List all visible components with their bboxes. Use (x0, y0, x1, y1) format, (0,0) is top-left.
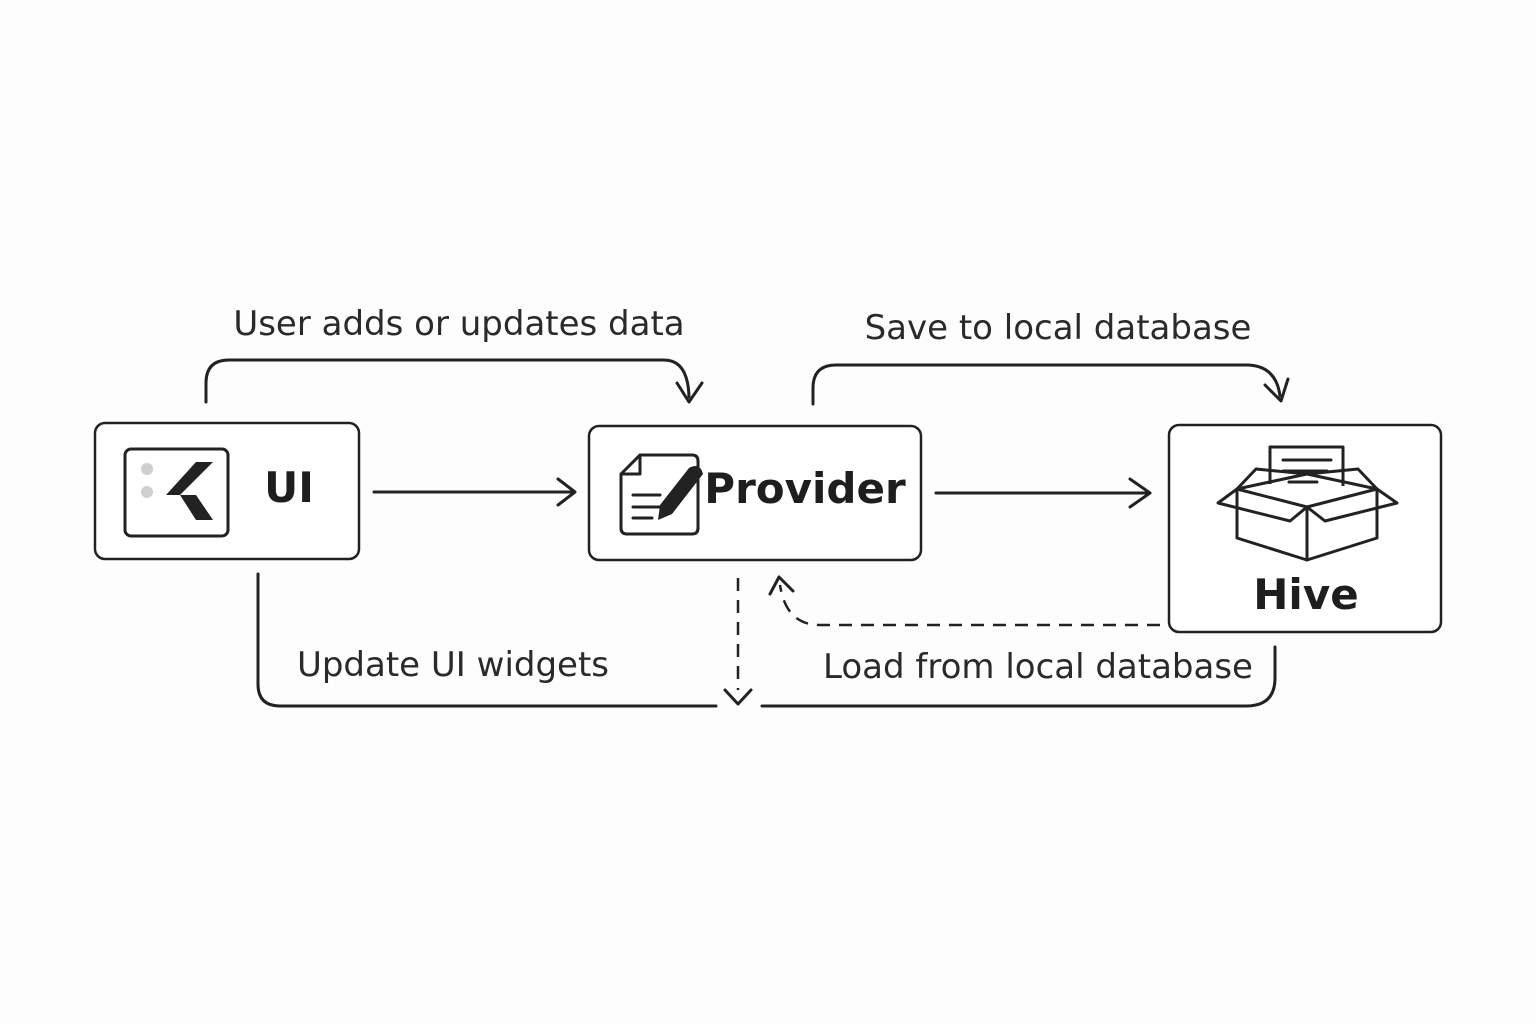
edge-label-save: Save to local database (865, 308, 1252, 348)
flutter-logo-icon (123, 447, 230, 538)
arrow-user-update (204, 358, 704, 404)
node-ui-title: UI (264, 463, 314, 512)
edge-label-load: Load from local database (823, 647, 1253, 687)
open-box-icon (1216, 445, 1399, 562)
arrow-save (811, 363, 1290, 406)
node-ui: UI (93, 421, 361, 561)
bottom-loop-line (256, 572, 1277, 708)
node-provider: Provider (587, 424, 923, 562)
arrow-ui-to-provider (372, 477, 577, 507)
document-edit-icon (619, 453, 703, 536)
node-hive: Hive (1167, 423, 1443, 634)
node-provider-title: Provider (704, 464, 906, 513)
arrow-load-dashed (768, 575, 1160, 627)
edge-label-update-ui: Update UI widgets (297, 645, 609, 685)
arrow-dashed-down (723, 578, 753, 706)
node-hive-title: Hive (1253, 570, 1358, 619)
edge-label-user-update: User adds or updates data (233, 304, 684, 344)
arrow-provider-to-hive (934, 477, 1152, 509)
